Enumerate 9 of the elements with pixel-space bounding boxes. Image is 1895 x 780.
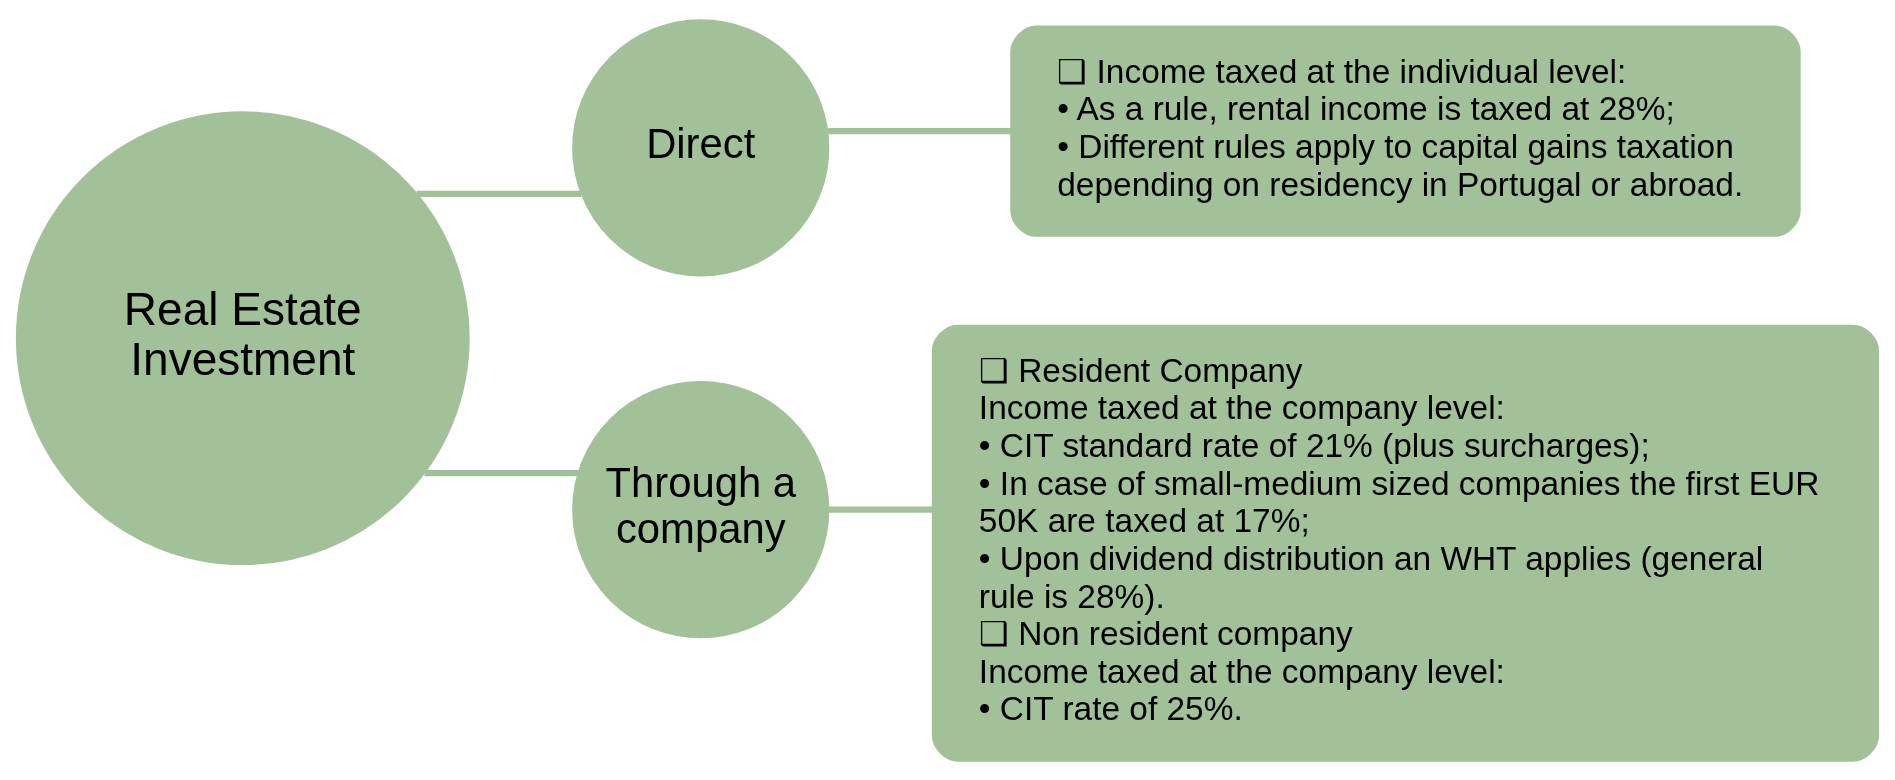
connector (416, 190, 582, 197)
node-circle: Direct (572, 18, 830, 277)
node-circle: Through a company (572, 380, 830, 638)
connector (424, 469, 579, 476)
node-circle: Real Estate Investment (15, 110, 470, 565)
connector (827, 127, 1011, 134)
node-box: ❑ Income taxed at the individual level: • As a rule, rental income is taxed at 28%; • Different rules apply to capital gains taxation depending on residency in Portugal or abroad. (1010, 25, 1801, 237)
connector (828, 506, 933, 513)
node-box: ❑ Resident Company Income taxed at the company level: • CIT standard rate of 21% (plus surcharges); • In case of small-medium sized companies the first EUR 50K are taxed at 17%; • Upon dividend distribution an WHT applies (general rule is 28%). ❑ Non resident company Income taxed at the company level: • CIT rate of 25%. (931, 324, 1880, 762)
